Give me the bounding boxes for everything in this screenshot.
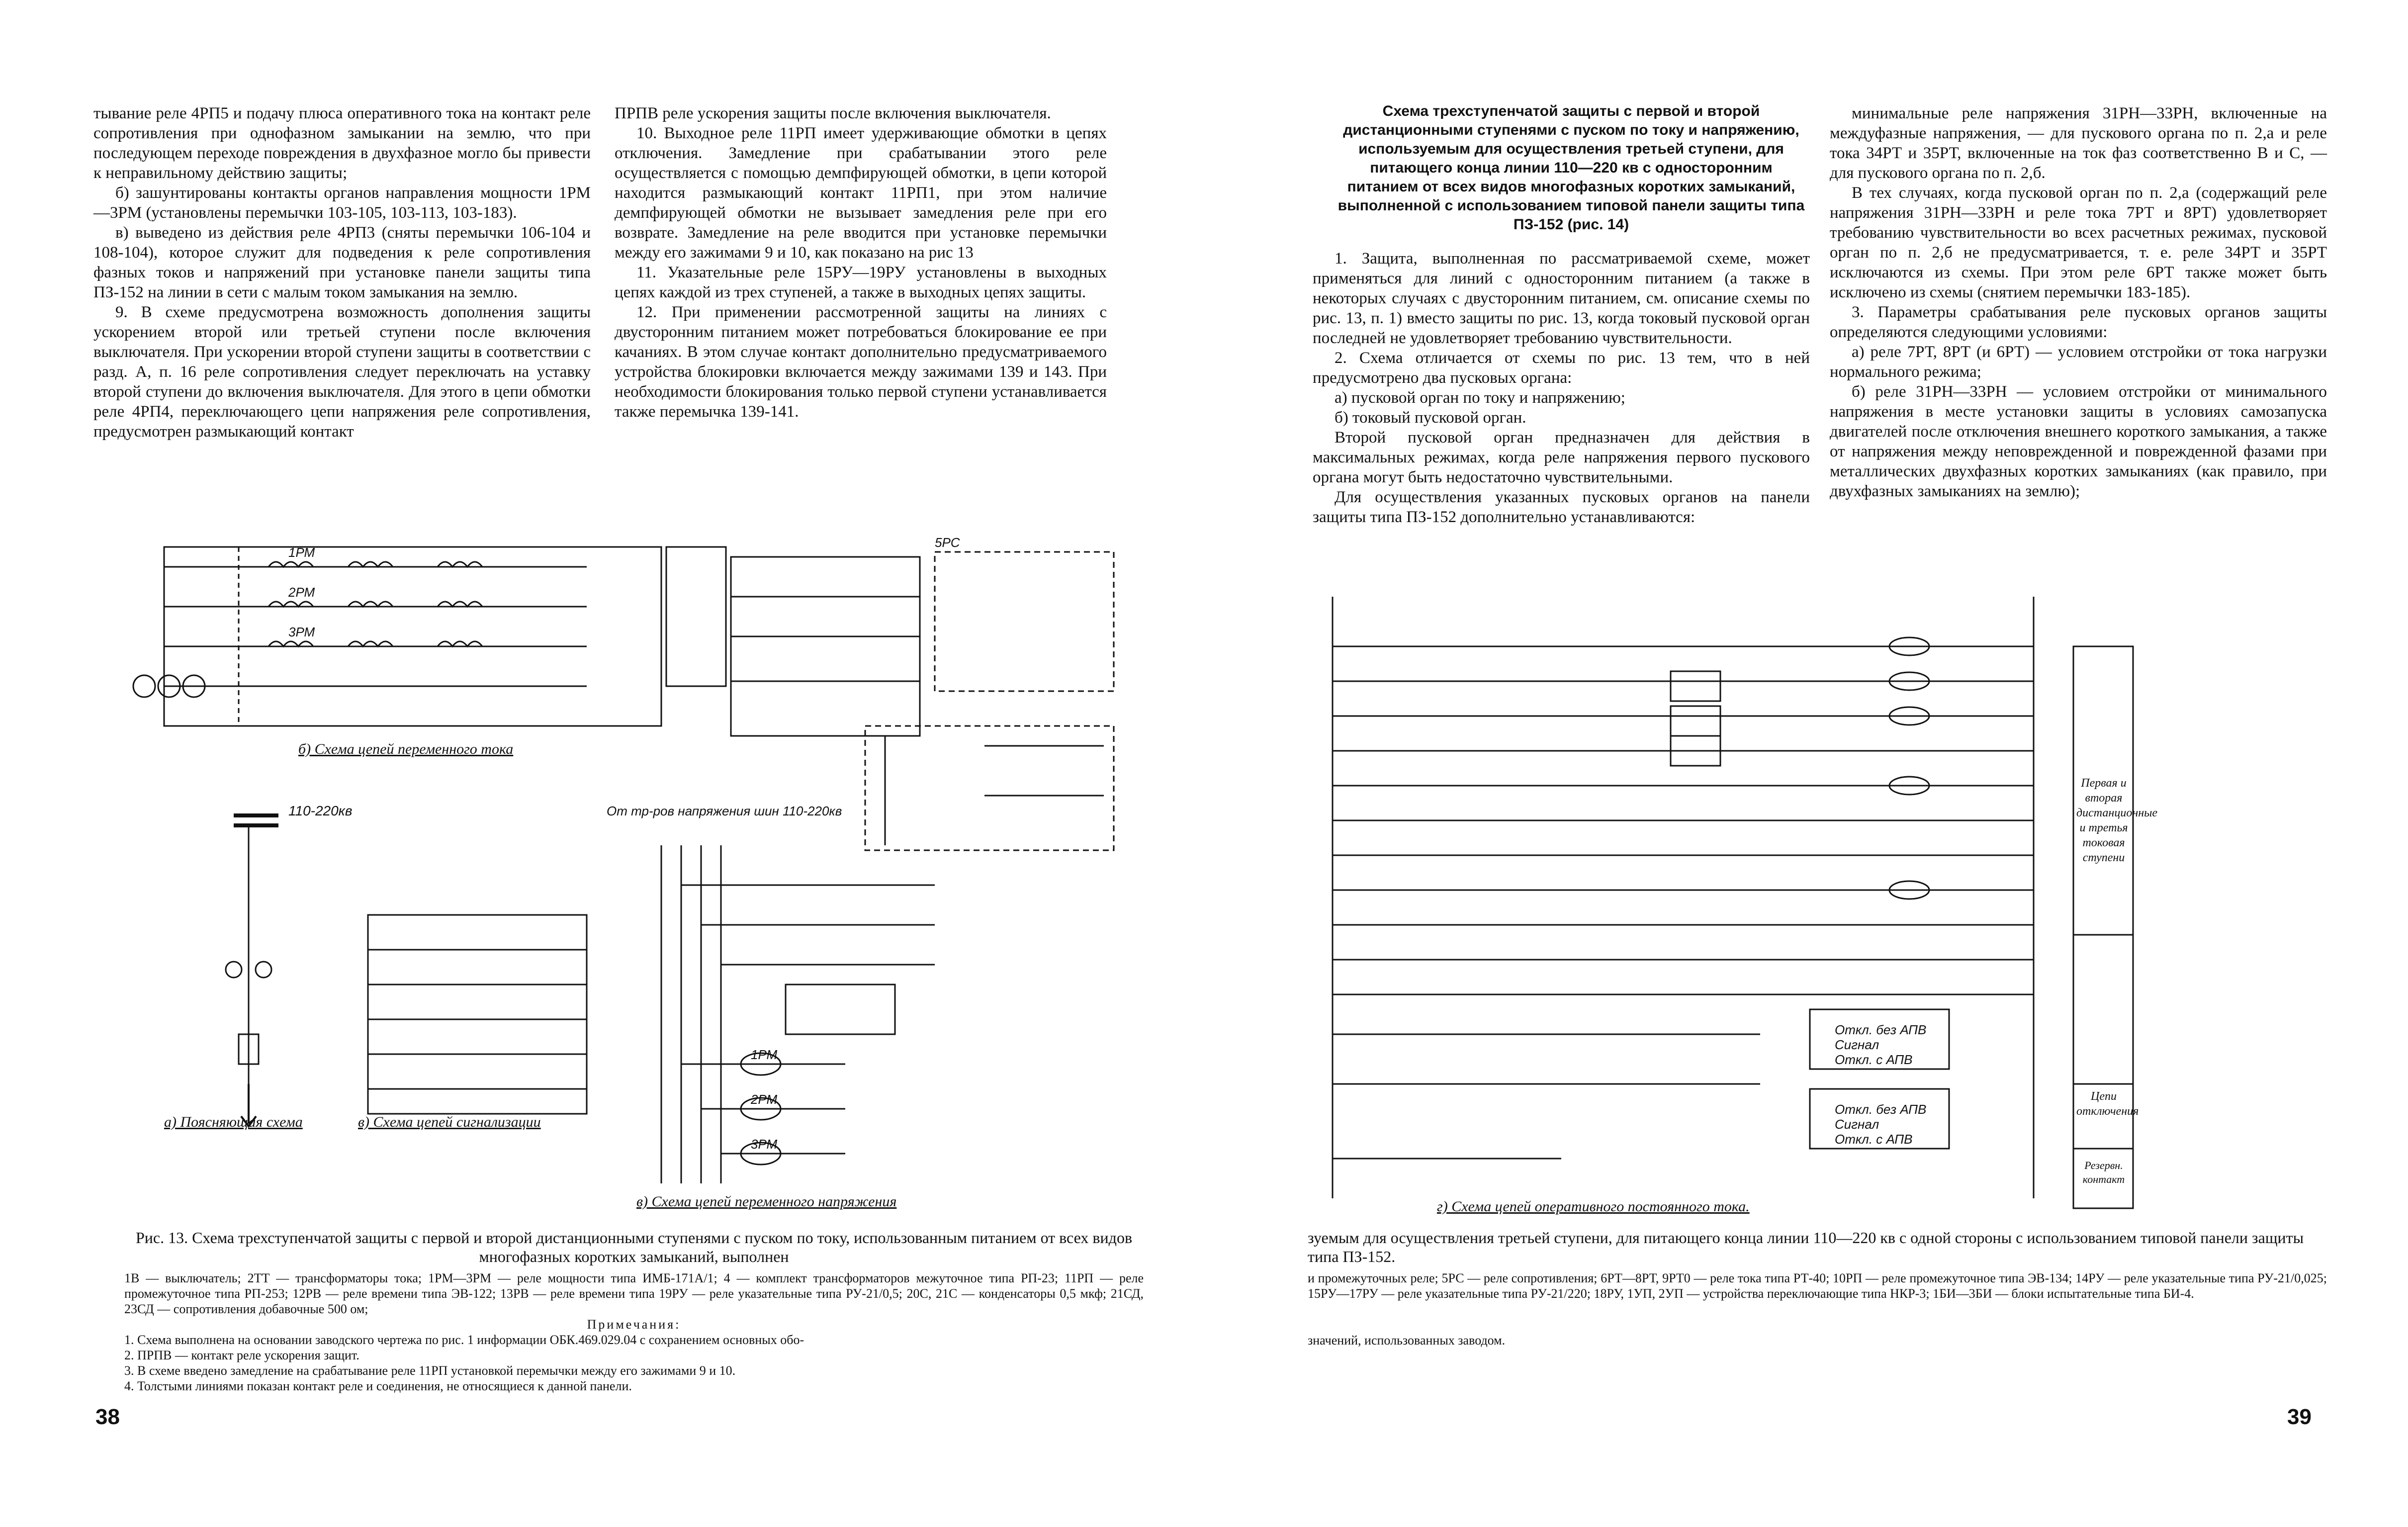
relay-label: 3РМ (751, 1137, 778, 1152)
paragraph: 10. Выходное реле 11РП имеет удерживающи… (615, 124, 1107, 262)
side-label-1: Первая и вторая дистанционные и третья т… (2076, 777, 2158, 864)
trailing-text: значений, использованных заводом. (1308, 1333, 1506, 1347)
figure-13-schematic: 5РС 1РМ 2РМ 3РМ 1РМ 2РМ 3РМ 110-220кв От… (132, 537, 1115, 1183)
section-heading: Схема трехступенчатой защиты с первой и … (1338, 103, 1805, 233)
legend-text: 1В — выключатель; 2ТТ — трансформаторы т… (124, 1271, 1144, 1316)
right-column-2: минимальные реле напряжения 31РН—33РН, в… (1830, 103, 2327, 501)
paragraph: В тех случаях, когда пусковой орган по п… (1830, 184, 2327, 301)
source-label: От тр-ров напряжения шин 110-220кв (607, 804, 842, 818)
paragraph: а) реле 7РТ, 8РТ (и 6РТ) — условием отст… (1830, 343, 2327, 381)
paragraph: в) выведено из действия реле 4РП3 (сняты… (93, 224, 591, 301)
page-number-right: 39 (2287, 1405, 2312, 1429)
relay-label: 1РМ (288, 545, 315, 560)
paragraph: минимальные реле напряжения 31РН—33РН, в… (1830, 104, 2327, 182)
output-label: Сигнал (1835, 1117, 1879, 1132)
relay-label: 1РМ (751, 1047, 778, 1062)
figure-label-g-right: г) Схема цепей оперативного постоянного … (1437, 1198, 1750, 1215)
note: 2. ПРПВ — контакт реле ускорения защит. (124, 1348, 359, 1362)
paragraph: б) реле 31РН—33РН — условием отстройки о… (1830, 383, 2327, 500)
side-label-3: Резервн. контакт (2082, 1159, 2125, 1185)
paragraph: б) зашунтированы контакты органов направ… (93, 184, 591, 222)
note: 3. В схеме введено замедление на срабаты… (124, 1363, 736, 1378)
figure-13-caption: Рис. 13. Схема трехступенчатой защиты с … (135, 1229, 1133, 1265)
figure-14-caption: зуемым для осуществления третьей ступени… (1308, 1229, 2304, 1265)
output-label: Сигнал (1835, 1037, 1879, 1052)
figure-14-legend: и промежуточных реле; 5РС — реле сопроти… (1308, 1270, 2327, 1301)
paragraph: 11. Указательные реле 15РУ—19РУ установл… (615, 264, 1107, 301)
figure-14-schematic: Откл. без АПВ Сигнал Откл. с АПВ Откл. б… (1332, 597, 2134, 1209)
paragraph: а) пусковой орган по току и напряжению; (1335, 389, 1625, 407)
figure-label-a: а) Поясняющая схема (164, 1114, 303, 1130)
relay-label: 3РМ (288, 625, 315, 639)
relay-label: 2РМ (750, 1092, 778, 1107)
notes-title: Примечания: (587, 1317, 681, 1332)
left-column-1: тывание реле 4РП5 и подачу плюса операти… (93, 103, 591, 442)
paragraph: 2. Схема отличается от схемы по рис. 13 … (1313, 349, 1810, 387)
output-label: Откл. с АПВ (1835, 1052, 1912, 1067)
page-number-left: 38 (95, 1405, 120, 1429)
paragraph: б) токовый пусковой орган. (1335, 409, 1526, 427)
paragraph: Второй пусковой орган предназначен для д… (1313, 429, 1810, 486)
legend-text: и промежуточных реле; 5РС — реле сопроти… (1308, 1271, 2327, 1301)
note: 4. Толстыми линиями показан контакт реле… (124, 1379, 632, 1393)
figure-label-5rs: 5РС (935, 537, 960, 550)
paragraph: Для осуществления указанных пусковых орг… (1313, 488, 1810, 526)
right-column-1: 1. Защита, выполненная по рассматриваемо… (1313, 249, 1810, 527)
note: 1. Схема выполнена на основании заводско… (124, 1333, 804, 1347)
paragraph: 1. Защита, выполненная по рассматриваемо… (1313, 250, 1810, 347)
output-label: Откл. с АПВ (1835, 1132, 1912, 1147)
paragraph: тывание реле 4РП5 и подачу плюса операти… (93, 104, 591, 182)
paragraph: 9. В схеме предусмотрена возможность доп… (93, 303, 591, 441)
output-label: Откл. без АПВ (1835, 1102, 1926, 1117)
paragraph: 12. При применении рассмотренной защиты … (615, 303, 1107, 421)
output-label: Откл. без АПВ (1835, 1022, 1926, 1037)
figure-13-legend: 1В — выключатель; 2ТТ — трансформаторы т… (124, 1270, 1144, 1394)
figure-label-g: в) Схема цепей сигнализации (358, 1114, 541, 1130)
left-column-2: ПРПВ реле ускорения защиты после включен… (615, 103, 1107, 422)
figure-label-v: в) Схема цепей переменного напряжения (636, 1193, 897, 1210)
paragraph: ПРПВ реле ускорения защиты после включен… (615, 104, 1051, 122)
side-label-2: Цепи отключения (2076, 1090, 2139, 1118)
relay-label: 2РМ (288, 585, 315, 600)
paragraph: 3. Параметры срабатывания реле пусковых … (1830, 303, 2327, 341)
voltage-label: 110-220кв (288, 803, 353, 818)
figure-label-b: б) Схема цепей переменного тока (298, 741, 514, 757)
